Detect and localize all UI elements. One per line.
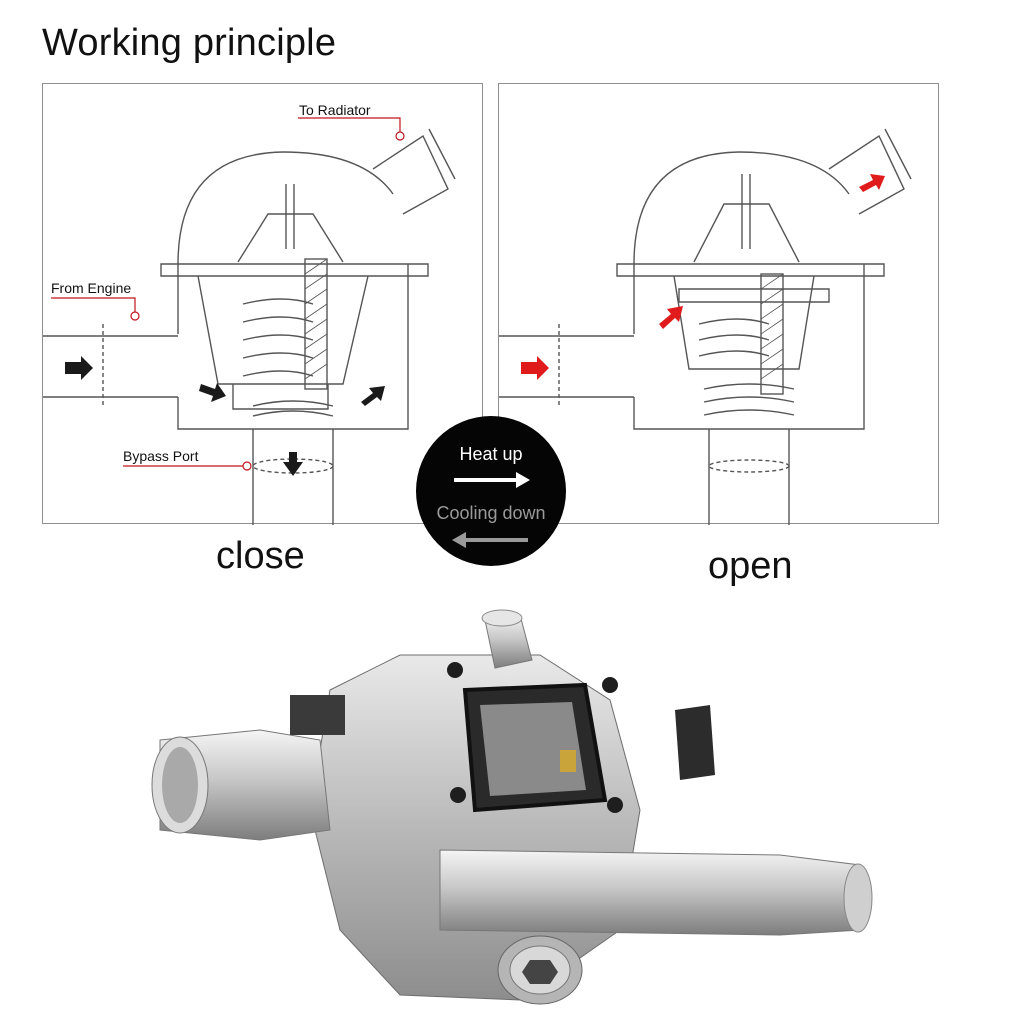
arrow-right-icon	[859, 174, 885, 192]
arrow-right-icon	[454, 472, 530, 488]
thermostat-housing-photo	[151, 609, 873, 1005]
close-caption: close	[216, 535, 305, 577]
arrow-right-icon	[361, 386, 385, 406]
arrow-right-icon	[521, 356, 549, 380]
open-caption: open	[708, 545, 793, 587]
heat-cool-badge: Heat up Cooling down	[416, 416, 566, 566]
diagram-closed-panel: To Radiator From Engine Bypass Port	[42, 83, 483, 525]
arrow-right-icon	[199, 383, 226, 402]
bypass-port-label: Bypass Port	[123, 448, 199, 464]
closed-thermostat-drawing	[43, 117, 456, 525]
flow-arrows-open	[521, 174, 885, 380]
arrow-down-icon	[283, 452, 303, 476]
flow-arrows-closed	[65, 356, 385, 476]
from-engine-label: From Engine	[51, 280, 132, 296]
heat-up-label: Heat up	[459, 444, 523, 464]
page-title: Working principle	[42, 22, 337, 64]
arrow-left-icon	[452, 532, 528, 548]
arrow-right-icon	[659, 306, 683, 329]
arrow-right-icon	[65, 356, 93, 380]
open-thermostat-drawing	[499, 128, 912, 525]
to-radiator-label: To Radiator	[299, 102, 371, 118]
diagram-open-panel	[498, 83, 939, 525]
cooling-down-label: Cooling down	[436, 503, 546, 523]
